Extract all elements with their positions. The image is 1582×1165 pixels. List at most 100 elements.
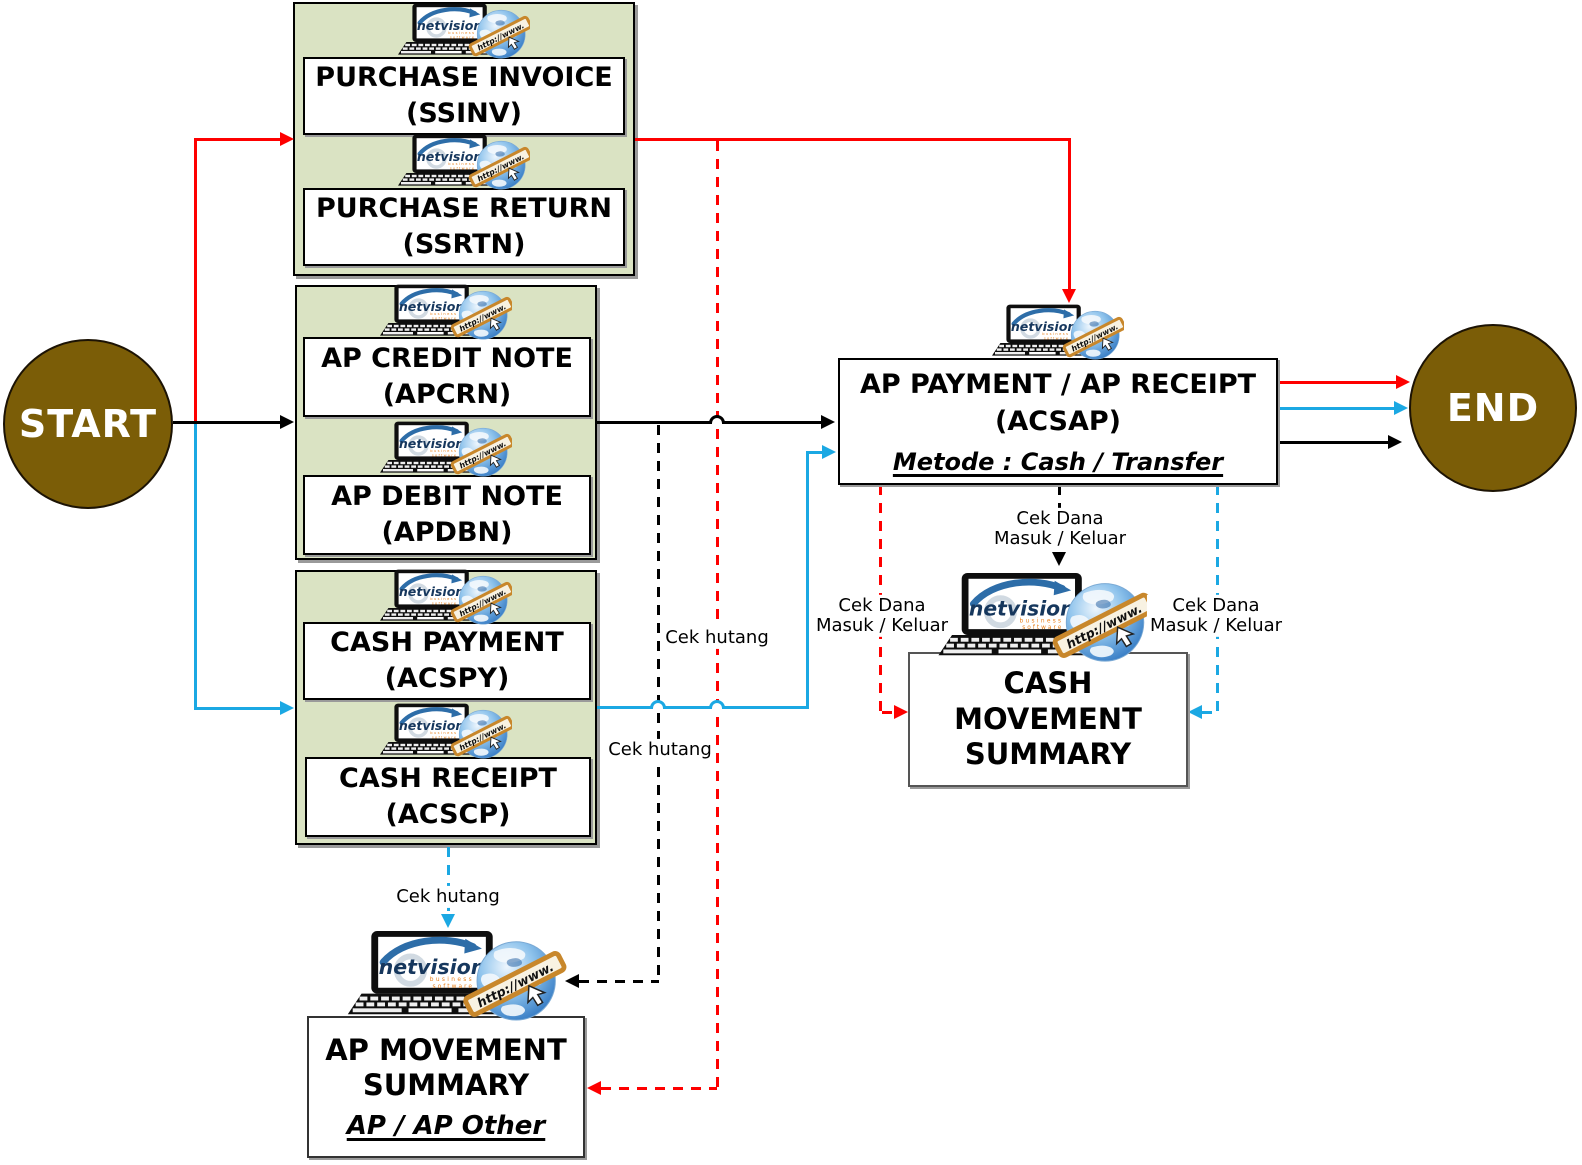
- flow-red-acsap-to-end: [1278, 381, 1396, 384]
- box-code: (ACSAP): [994, 405, 1122, 437]
- arrowhead-black-ap-movement: [565, 974, 579, 988]
- arrowhead-red-acsap: [1062, 289, 1076, 303]
- netvision-laptop-globe-icon: netvision business software http://www.: [398, 134, 530, 191]
- netvision-laptop-globe-icon: netvision business software http://www.: [343, 930, 568, 1023]
- netvision-laptop-globe-icon: netvision business software http://www.: [380, 569, 512, 626]
- flow-red-purchase-to-acsap: [635, 138, 1071, 141]
- line-hop: [709, 415, 725, 424]
- logo-tagline-2: software: [432, 453, 458, 457]
- netvision-laptop-globe-icon: netvision business software http://www.: [992, 304, 1124, 361]
- box-title: PURCHASE INVOICE: [315, 61, 613, 93]
- line-hop: [650, 700, 666, 709]
- logo-brand-text: netvision: [379, 955, 486, 979]
- box-purchase-return: PURCHASE RETURN (SSRTN): [303, 188, 625, 266]
- box-code: (SSINV): [406, 98, 522, 129]
- arrowhead-blue-cash-movement: [1188, 705, 1202, 719]
- box-line: SUMMARY: [964, 737, 1132, 772]
- logo-tagline-2: software: [1044, 336, 1070, 340]
- logo-brand-text: netvision: [399, 436, 465, 451]
- flow-blue-up-acsap: [806, 451, 809, 709]
- arrowhead-red-cash-movement: [894, 705, 908, 719]
- flow-blue-to-cash: [194, 707, 280, 710]
- label-cek-hutang: Cek hutang: [393, 885, 503, 909]
- box-code: (ACSCP): [385, 799, 511, 830]
- box-code: (ACSPY): [384, 663, 510, 694]
- start-terminal: START: [3, 339, 173, 509]
- flow-red-start-up: [194, 139, 197, 421]
- flow-blue-dashed-to-ap-movement: [447, 847, 450, 918]
- logo-tagline-2: software: [432, 735, 458, 739]
- arrowhead-blue-ap-movement: [441, 914, 455, 928]
- arrowhead-black-acsap: [821, 415, 835, 429]
- box-ap-movement-summary: AP MOVEMENT SUMMARY AP / AP Other: [307, 1016, 585, 1158]
- logo-brand-text: netvision: [399, 584, 465, 599]
- label-cek-dana-center: Cek Dana Masuk / Keluar: [990, 507, 1130, 551]
- logo-tagline-2: software: [450, 35, 476, 39]
- logo-tagline-1: business: [448, 31, 475, 35]
- logo-tagline-2: software: [432, 984, 474, 990]
- arrowhead-blue-cash: [280, 701, 294, 715]
- end-label: END: [1446, 386, 1540, 430]
- box-title: PURCHASE RETURN: [315, 192, 613, 224]
- arrowhead-blue-end: [1394, 401, 1408, 415]
- box-purchase-invoice: PURCHASE INVOICE (SSINV): [303, 57, 625, 135]
- logo-tagline-1: business: [448, 162, 475, 166]
- box-line: CASH: [1003, 666, 1093, 701]
- flow-blue-into-acsap: [806, 451, 822, 454]
- box-title: AP DEBIT NOTE: [331, 480, 563, 512]
- arrowhead-red-end: [1396, 375, 1410, 389]
- logo-tagline-1: business: [1042, 332, 1069, 336]
- label-cek-dana-right: Cek Dana Masuk / Keluar: [1146, 594, 1286, 638]
- logo-brand-text: netvision: [417, 18, 483, 33]
- flow-red-down-acsap: [1068, 138, 1071, 290]
- flow-blue-cash-right: [597, 706, 809, 709]
- flow-red-dashed-to-cash-movement: [882, 711, 896, 714]
- netvision-laptop-globe-icon: netvision business software http://www.: [380, 421, 512, 478]
- arrowhead-red-purchase: [280, 132, 294, 146]
- flow-blue-acsap-to-end: [1278, 407, 1394, 410]
- box-line: SUMMARY: [362, 1068, 530, 1102]
- arrowhead-red-ap-movement: [587, 1081, 601, 1095]
- box-line: MOVEMENT: [954, 701, 1142, 736]
- label-cek-dana-left: Cek Dana Masuk / Keluar: [812, 594, 952, 638]
- logo-tagline-1: business: [430, 597, 457, 601]
- logo-brand-text: netvision: [969, 597, 1075, 621]
- arrowhead-blue-acsap: [822, 445, 836, 459]
- end-terminal: END: [1409, 324, 1577, 492]
- box-ap-payment-receipt: AP PAYMENT / AP RECEIPT (ACSAP) Metode :…: [838, 358, 1278, 485]
- flow-red-dashed-to-ap-movement: [601, 1087, 717, 1090]
- logo-tagline-1: business: [1020, 618, 1064, 624]
- box-title: CASH PAYMENT: [330, 626, 564, 658]
- logo-tagline-2: software: [450, 166, 476, 170]
- box-subtitle: AP / AP Other: [346, 1111, 546, 1142]
- flow-red-to-purchase: [194, 138, 280, 141]
- flow-blue-start-down: [194, 423, 197, 709]
- netvision-laptop-globe-icon: netvision business software http://www.: [934, 572, 1156, 664]
- logo-brand-text: netvision: [417, 149, 483, 164]
- netvision-laptop-globe-icon: netvision business software http://www.: [380, 284, 512, 341]
- box-cash-payment: CASH PAYMENT (ACSPY): [303, 622, 591, 700]
- logo-tagline-2: software: [1022, 625, 1063, 631]
- box-ap-debit-note: AP DEBIT NOTE (APDBN): [303, 475, 591, 555]
- box-cash-movement-summary: CASH MOVEMENT SUMMARY: [908, 652, 1188, 787]
- box-ap-credit-note: AP CREDIT NOTE (APCRN): [303, 337, 591, 417]
- logo-brand-text: netvision: [399, 718, 465, 733]
- flow-blue-dashed-to-cash-movement: [1202, 711, 1218, 714]
- box-code: (APCRN): [382, 379, 512, 410]
- box-subtitle: Metode : Cash / Transfer: [892, 447, 1224, 476]
- arrowhead-black-ap-notes: [280, 415, 294, 429]
- box-cash-receipt: CASH RECEIPT (ACSCP): [305, 757, 591, 837]
- logo-tagline-2: software: [432, 601, 458, 605]
- box-code: (SSRTN): [402, 229, 526, 260]
- logo-tagline-2: software: [432, 316, 458, 320]
- logo-tagline-1: business: [430, 977, 474, 983]
- box-title: AP PAYMENT / AP RECEIPT: [859, 369, 1257, 401]
- box-line: AP MOVEMENT: [325, 1032, 567, 1067]
- box-title: CASH RECEIPT: [339, 762, 557, 794]
- line-hop: [709, 700, 725, 709]
- label-cek-hutang: Cek hutang: [662, 626, 772, 650]
- logo-brand-text: netvision: [399, 299, 465, 314]
- arrowhead-black-cash-movement: [1052, 552, 1066, 566]
- logo-tagline-1: business: [430, 312, 457, 316]
